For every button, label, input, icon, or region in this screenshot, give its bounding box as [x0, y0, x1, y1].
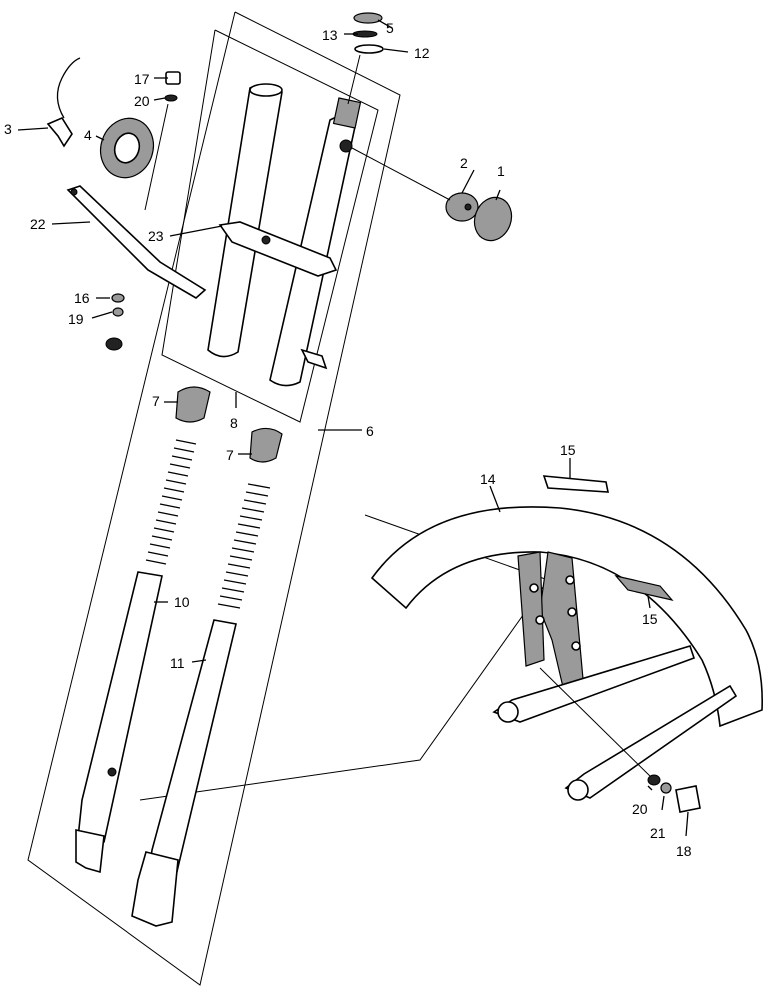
callout-labels: 1 2 3 4 5 6 7 7 8 10 11 12 13 14 15 15 1…	[4, 20, 692, 859]
callout-21: 21	[650, 825, 666, 841]
headlight-stay	[66, 185, 207, 351]
callout-10: 10	[174, 594, 190, 610]
bumper-parts	[351, 147, 513, 242]
callout-6: 6	[366, 423, 374, 439]
front-fender	[370, 506, 763, 728]
callout-11: 11	[170, 655, 185, 671]
callout-15-mid: 15	[642, 611, 658, 627]
left-fork-tube	[207, 83, 283, 358]
upper-assembly-outline	[161, 29, 379, 423]
speedo-parts	[46, 57, 181, 211]
callout-14: 14	[480, 471, 496, 487]
right-fork-slider	[131, 619, 237, 927]
fender-bolt-parts	[539, 667, 701, 813]
callout-15-top: 15	[560, 442, 576, 458]
fender-braces	[492, 645, 738, 801]
callout-2: 2	[460, 155, 468, 171]
callout-22: 22	[30, 216, 46, 232]
steering-bracket	[218, 221, 338, 370]
callout-17: 17	[134, 71, 150, 87]
callout-7-upper: 7	[152, 393, 160, 409]
callout-5: 5	[386, 20, 394, 36]
top-nut-parts	[347, 12, 384, 105]
callout-16: 16	[74, 290, 90, 306]
fork-springs	[145, 439, 271, 609]
callout-1: 1	[497, 163, 505, 179]
callout-8: 8	[230, 415, 238, 431]
callout-20-top: 20	[134, 93, 150, 109]
dust-seals	[175, 386, 283, 463]
fender-brackets	[542, 475, 674, 601]
callout-13: 13	[322, 27, 338, 43]
callout-3: 3	[4, 121, 12, 137]
fork-assembly-outline	[27, 11, 401, 986]
leader-lines	[17, 19, 689, 837]
callout-12: 12	[414, 45, 430, 61]
callout-7-lower: 7	[226, 447, 234, 463]
callout-23: 23	[148, 228, 164, 244]
callout-19: 19	[68, 311, 84, 327]
callout-4: 4	[84, 127, 92, 143]
left-fork-slider	[75, 571, 163, 874]
callout-18: 18	[676, 843, 692, 859]
callout-20-bottom: 20	[632, 801, 648, 817]
